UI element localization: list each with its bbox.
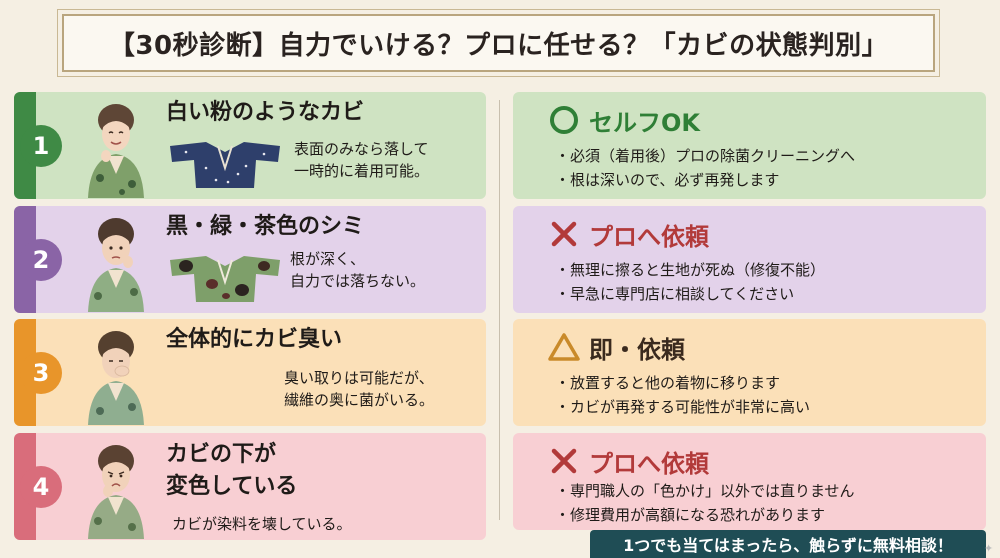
case-description: 根が深く、 自力では落ちない。 <box>290 248 425 292</box>
verdict-bullet: ・根は深いので、必ず再発します <box>555 171 780 189</box>
green-kimono-with-dark-stains-icon <box>170 256 280 302</box>
case-card-4: 4 カビの下が 変色している カビが染料を壊している。 <box>14 433 486 540</box>
page-title: 【30秒診断】自力でいける？プロに任せる？「カビの状態判別」 <box>108 30 889 61</box>
verdict-label: プロへ依頼 <box>589 222 709 251</box>
verdict-card-4: プロへ依頼 ・専門職人の「色かけ」以外では直りません ・修理費用が高額になる恐れ… <box>513 433 986 530</box>
case-heading: 黒・緑・茶色のシミ <box>166 214 365 239</box>
case-heading-line: カビの下が <box>166 442 277 467</box>
verdict-bullet: ・無理に擦ると生地が死ぬ（修復不能） <box>555 261 826 279</box>
cross-icon <box>547 217 581 251</box>
case-heading-line: 変色している <box>166 474 298 499</box>
woman-in-kimono-worried-illustration <box>88 218 144 312</box>
sparkle-icon: ✦ <box>984 542 994 555</box>
verdict-card-2: プロへ依頼 ・無理に擦ると生地が死ぬ（修復不能） ・早急に専門店に相談してくださ… <box>513 206 986 313</box>
case-card-1: 1 白い粉のようなカビ 表面のみなら落して 一時的に着用可能。 <box>14 92 486 199</box>
center-divider <box>499 100 500 520</box>
case-description-line: 繊維の奥に菌がいる。 <box>284 391 435 409</box>
case-description-line: 自力では落ちない。 <box>290 272 426 290</box>
verdict-bullet: ・修理費用が高額になる恐れがあります <box>555 506 826 524</box>
circle-ok-icon <box>547 103 581 137</box>
verdict-card-3: 即・依頼 ・放置すると他の着物に移ります ・カビが再発する可能性が非常に高い <box>513 319 986 426</box>
verdict-bullets: ・専門職人の「色かけ」以外では直りません ・修理費用が高額になる恐れがあります <box>555 479 855 527</box>
case-number-1: 1 <box>20 124 62 167</box>
verdict-bullets: ・放置すると他の着物に移ります ・カビが再発する可能性が非常に高い <box>555 371 810 419</box>
case-description-line: 表面のみなら落して <box>294 140 429 158</box>
verdict-header: セルフOK <box>547 102 700 138</box>
verdict-bullets: ・無理に擦ると生地が死ぬ（修復不能） ・早急に専門店に相談してください <box>555 258 825 306</box>
title-banner: 【30秒診断】自力でいける？プロに任せる？「カビの状態判別」 <box>62 14 935 72</box>
case-description-line: 一時的に着用可能。 <box>294 162 430 180</box>
case-description-line: カビが染料を壊している。 <box>172 515 352 533</box>
case-card-3: 3 全体的にカビ臭い 臭い取りは可能だが、 繊維の奥に菌がいる。 <box>14 319 486 426</box>
consultation-banner[interactable]: 1つでも当てはまったら、触らずに無料相談！ <box>590 530 986 558</box>
case-description: カビが染料を壊している。 <box>172 513 352 535</box>
case-heading: 白い粉のようなカビ <box>166 100 365 125</box>
verdict-label: 即・依頼 <box>589 335 685 364</box>
case-description-line: 根が深く、 <box>290 250 366 268</box>
verdict-bullet: ・必須（着用後）プロの除菌クリーニングへ <box>555 147 856 165</box>
verdict-header: プロへ依頼 <box>547 443 709 479</box>
verdict-bullet: ・カビが再発する可能性が非常に高い <box>555 398 811 416</box>
case-number-3: 3 <box>20 351 62 394</box>
woman-in-kimono-distressed-illustration <box>88 445 144 539</box>
verdict-bullet: ・専門職人の「色かけ」以外では直りません <box>555 482 855 500</box>
verdict-bullets: ・必須（着用後）プロの除菌クリーニングへ ・根は深いので、必ず再発します <box>555 144 855 192</box>
case-card-2: 2 黒・緑・茶色のシミ 根が深く、 自力では落ちない。 <box>14 206 486 313</box>
case-description-line: 臭い取りは可能だが、 <box>284 369 434 387</box>
triangle-icon <box>547 330 581 364</box>
verdict-bullet: ・早急に専門店に相談してください <box>555 285 795 303</box>
verdict-header: 即・依頼 <box>547 329 685 365</box>
consultation-banner-text: 1つでも当てはまったら、触らずに無料相談！ <box>623 536 953 555</box>
woman-in-kimono-covering-nose-illustration <box>88 331 144 425</box>
cross-icon <box>547 444 581 478</box>
verdict-label: プロへ依頼 <box>589 449 709 478</box>
case-description: 臭い取りは可能だが、 繊維の奥に菌がいる。 <box>284 367 434 411</box>
verdict-bullet: ・放置すると他の着物に移ります <box>555 374 781 392</box>
woman-in-kimono-smiling-illustration <box>88 104 144 198</box>
case-number-2: 2 <box>20 238 62 281</box>
verdict-header: プロへ依頼 <box>547 216 709 252</box>
navy-kimono-with-white-spots-icon <box>170 142 280 188</box>
case-heading: 全体的にカビ臭い <box>166 327 343 352</box>
verdict-label: セルフOK <box>589 108 700 137</box>
case-heading: カビの下が 変色している <box>166 439 297 503</box>
case-description: 表面のみなら落して 一時的に着用可能。 <box>294 138 429 182</box>
verdict-card-1: セルフOK ・必須（着用後）プロの除菌クリーニングへ ・根は深いので、必ず再発し… <box>513 92 986 199</box>
case-number-4: 4 <box>20 465 62 508</box>
